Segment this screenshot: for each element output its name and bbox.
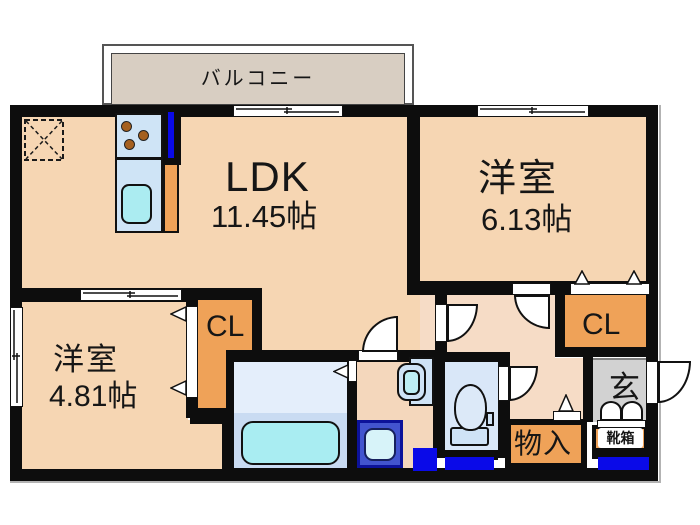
- balcony-label: バルコニー: [200, 68, 316, 90]
- folding-triangle-icon: [558, 394, 574, 412]
- blue-marker-toilet: [445, 457, 494, 470]
- toilet-door-leaf: [498, 366, 509, 401]
- folding-triangle-icon: [626, 270, 642, 285]
- toilet-flush-handle: [486, 412, 494, 426]
- ldk-size: 11.45帖: [211, 199, 318, 234]
- ldk-door-leaf: [435, 304, 447, 342]
- stove-burner: [121, 121, 132, 132]
- bedroom-left-floor: [22, 302, 188, 469]
- washing-machine: [364, 428, 396, 461]
- closet-mid-narrow: [198, 300, 226, 408]
- outline-right: [659, 105, 661, 483]
- wall-bottom-left: [10, 469, 226, 481]
- wall-bath-washroom: [347, 352, 357, 472]
- wall-genkan-left: [583, 345, 593, 422]
- stove-burner: [124, 139, 135, 150]
- storage-box: [505, 419, 587, 469]
- shoebox-label-bg: 靴箱: [598, 428, 643, 448]
- wall-ldk-bed1: [407, 105, 420, 293]
- bedroom-left-size: 4.81帖: [49, 380, 138, 413]
- washbasin-bowl: [403, 370, 420, 395]
- ldk-floor: [22, 117, 407, 288]
- blue-marker-genkan: [598, 457, 649, 470]
- wall-bottom-main: [222, 468, 658, 481]
- balcony-window: [233, 105, 343, 117]
- wall-clright-bottom: [555, 347, 650, 357]
- entrance-door-arc: [658, 361, 691, 403]
- shoebox-door-bar: [597, 420, 646, 428]
- bathtub: [241, 421, 340, 465]
- folding-triangle-icon: [574, 270, 590, 285]
- toilet-bowl: [454, 384, 487, 431]
- wall-cl-bottom: [190, 408, 226, 424]
- balcony: バルコニー: [111, 53, 405, 105]
- ldk-floor-extension: [262, 288, 435, 352]
- storage-label: 物入: [514, 428, 573, 459]
- closet-mid-folding-bar: [186, 306, 198, 398]
- closet-mid-label: CL: [206, 310, 245, 343]
- folding-triangle-icon: [333, 364, 349, 379]
- kitchen-partition: [163, 163, 179, 233]
- bedroom-right-window: [477, 105, 589, 117]
- wall-cl-ldk: [250, 288, 262, 357]
- bedroom-right-size: 6.13帖: [481, 202, 573, 237]
- bedroom-left-name: 洋室: [53, 342, 119, 377]
- bedroom-right-door-leaf: [512, 283, 551, 295]
- bedroom-right-floor: [420, 117, 646, 283]
- closet-right-folding-bar: [570, 283, 650, 295]
- entrance-label: 玄: [609, 370, 640, 405]
- bedroom-right-name: 洋室: [478, 158, 559, 200]
- bedroom-left-alcove: [186, 420, 224, 469]
- folding-triangle-icon: [170, 306, 187, 322]
- closet-right-label: CL: [582, 308, 621, 341]
- wall-clright-left: [555, 295, 565, 352]
- wall-washroom-toilet: [433, 352, 445, 458]
- stove-burner: [138, 130, 149, 141]
- wall-toilet-top: [445, 352, 510, 362]
- shoebox-label: 靴箱: [606, 430, 635, 446]
- wall-bed2-cl-top: [186, 288, 200, 308]
- storage-door-bar: [553, 411, 581, 421]
- kitchen-sink: [121, 184, 152, 224]
- blue-marker-washroom: [413, 448, 437, 471]
- wall-toilet-bottom: [445, 450, 498, 460]
- wall-under-shoebox: [592, 450, 648, 459]
- service-hatch: [24, 119, 64, 161]
- outline-bottom: [10, 481, 660, 483]
- closet-right: [565, 295, 646, 347]
- kitchen-blue-marker: [168, 112, 174, 158]
- ldk-name: LDK: [225, 153, 310, 200]
- bedroom-left-sliding-door: [80, 289, 182, 301]
- bath-door-bar: [348, 360, 357, 382]
- folding-triangle-icon: [170, 380, 187, 396]
- entrance-door-leaf: [646, 361, 658, 404]
- bedroom-left-window: [10, 307, 23, 407]
